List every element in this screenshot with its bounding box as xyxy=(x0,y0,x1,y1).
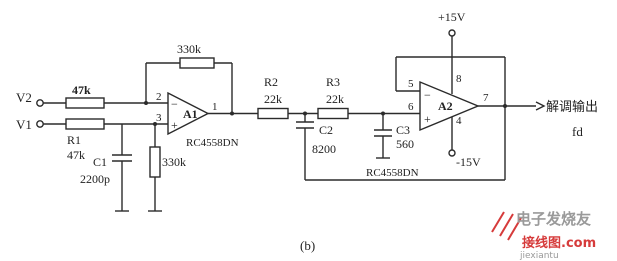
label-a1-plus: + xyxy=(171,118,178,132)
label-a2-pin5: 5 xyxy=(408,78,414,90)
label-output-symbol: fd xyxy=(572,124,583,139)
label-a2-part: RC4558DN xyxy=(366,167,419,179)
label-r2-value: 22k xyxy=(264,92,282,106)
v1-input xyxy=(36,118,168,212)
label-a2-minus: − xyxy=(424,88,431,102)
vplus-terminal xyxy=(448,29,456,37)
label-c3-value: 560 xyxy=(396,137,414,151)
v2-input xyxy=(36,97,168,109)
label-r3-value: 22k xyxy=(326,92,344,106)
resistor-r1 xyxy=(65,118,105,130)
label-c1-value: 2200p xyxy=(80,172,110,186)
label-vminus: -15V xyxy=(456,155,481,169)
label-a1-pin2: 2 xyxy=(156,91,162,103)
label-c1: C1 xyxy=(93,155,107,169)
opamp-a1 xyxy=(144,57,258,136)
watermark-site: 接线图 xyxy=(522,235,561,251)
watermark-brand: 电子发烧友 xyxy=(516,210,591,228)
label-c2-value: 8200 xyxy=(312,142,336,156)
resistor-r3 xyxy=(317,107,349,120)
resistor-330k-feedback xyxy=(179,57,215,69)
watermark-url: jiexiantu xyxy=(519,251,559,261)
label-r2: R2 xyxy=(264,75,278,89)
label-a2-pin8: 8 xyxy=(456,73,462,85)
watermark-com: .com xyxy=(561,236,596,251)
resistor-r2 xyxy=(257,107,289,120)
watermark-lightning-icon xyxy=(491,211,522,241)
v1-terminal xyxy=(36,120,44,128)
label-v1: V1 xyxy=(16,117,32,132)
label-a1-pin3: 3 xyxy=(156,112,162,124)
label-a2-plus: + xyxy=(424,112,431,126)
output-arrow-icon xyxy=(535,101,546,111)
vminus-terminal xyxy=(448,149,456,157)
label-v2: V2 xyxy=(16,90,32,105)
label-r-47k-top: 47k xyxy=(72,83,91,97)
label-a2-pin6: 6 xyxy=(408,101,414,113)
label-a1-part: RC4558DN xyxy=(186,137,239,149)
label-r1: R1 xyxy=(67,133,81,147)
label-c3: C3 xyxy=(396,123,410,137)
label-a1-pin1: 1 xyxy=(212,101,218,113)
label-a1-minus: − xyxy=(171,97,178,111)
resistor-330k-ground xyxy=(149,146,161,178)
label-vplus: +15V xyxy=(438,10,466,24)
label-a2-pin7: 7 xyxy=(483,92,489,104)
label-a1: A1 xyxy=(183,107,198,121)
v2-terminal xyxy=(36,99,44,107)
label-a2-pin4: 4 xyxy=(456,115,462,127)
figure-caption: (b) xyxy=(300,238,315,253)
opamp-a2 xyxy=(395,29,546,180)
filter-network xyxy=(257,107,505,181)
label-r-330k-feedback: 330k xyxy=(177,42,201,56)
label-output: 解调输出 xyxy=(546,99,598,114)
label-c2: C2 xyxy=(319,123,333,137)
label-r-330k-ground: 330k xyxy=(162,155,186,169)
watermark-logo: 电子发烧友 接线图 .com jiexiantu xyxy=(491,210,596,261)
label-a2: A2 xyxy=(438,99,453,113)
label-r3: R3 xyxy=(326,75,340,89)
label-r1-value: 47k xyxy=(67,148,85,162)
resistor-47k-top xyxy=(65,97,105,109)
